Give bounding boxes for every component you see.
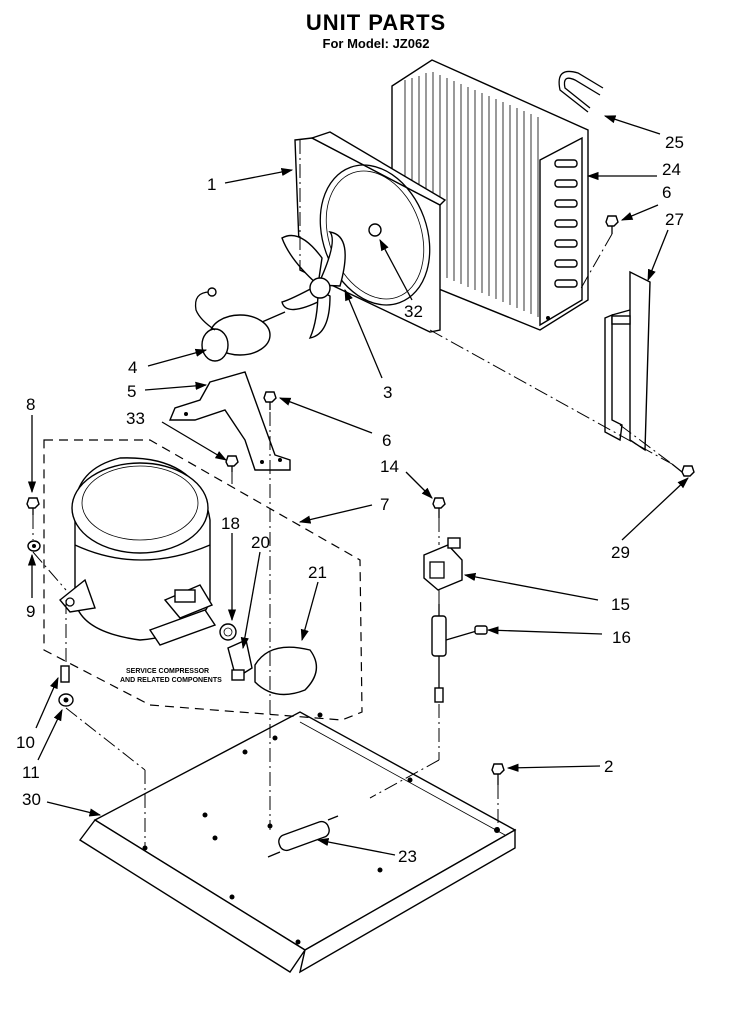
callout-20: 20 [251, 533, 270, 552]
leader-arrows [27, 115, 689, 856]
service-note-line1: SERVICE COMPRESSOR [126, 668, 209, 675]
compressor-service-boundary [43, 439, 363, 721]
mount-bolt-8 [26, 497, 40, 515]
screw-2 [491, 763, 505, 785]
callout-7: 7 [380, 495, 389, 514]
screw-33 [225, 455, 239, 472]
grommet-10 [60, 665, 70, 683]
callout-14: 14 [380, 457, 399, 476]
callout-15: 15 [611, 595, 630, 614]
callout-labels: 1 2 3 4 5 6 6 7 8 9 10 11 14 15 16 18 20… [16, 133, 684, 866]
callout-16: 16 [612, 628, 631, 647]
relay [227, 639, 253, 681]
callout-6-coil: 6 [662, 183, 671, 202]
compressor [59, 457, 217, 646]
callout-4: 4 [128, 358, 137, 377]
model-subtitle: For Model: JZ062 [322, 36, 430, 51]
callout-29: 29 [611, 543, 630, 562]
screw-6-bracket [263, 391, 277, 410]
overload-protector [219, 623, 237, 641]
callout-1: 1 [207, 175, 216, 194]
callout-2: 2 [604, 757, 613, 776]
washer-9 [27, 540, 41, 552]
callout-25: 25 [665, 133, 684, 152]
screw-6-coil [605, 215, 619, 234]
fan-blade [281, 231, 346, 339]
solenoid-valve [431, 604, 488, 703]
callout-33: 33 [126, 409, 145, 428]
callout-11: 11 [22, 763, 40, 782]
terminal-cover [254, 646, 318, 696]
callout-30: 30 [22, 790, 41, 809]
motor-bracket [168, 371, 291, 471]
callout-8: 8 [26, 395, 35, 414]
diagram-title: UNIT PARTS [305, 10, 447, 35]
filter-drier [267, 815, 339, 858]
solenoid-coil [423, 537, 463, 591]
callout-9: 9 [26, 602, 35, 621]
service-note-line2: AND RELATED COMPONENTS [120, 677, 222, 684]
callout-23: 23 [398, 847, 417, 866]
callout-5: 5 [127, 382, 136, 401]
callout-32: 32 [404, 302, 423, 321]
callout-27: 27 [665, 210, 684, 229]
callout-10: 10 [16, 733, 35, 752]
callout-6-bracket: 6 [382, 431, 391, 450]
callout-24: 24 [662, 160, 681, 179]
condenser-coil [391, 59, 589, 331]
side-bracket [604, 270, 651, 452]
grommet-11 [58, 693, 74, 707]
fan-motor [194, 287, 286, 362]
return-bend [558, 70, 604, 113]
assembly-lines [32, 140, 673, 846]
screw-14 [432, 497, 446, 518]
callout-18: 18 [221, 514, 240, 533]
callout-3: 3 [383, 383, 392, 402]
callout-21: 21 [308, 563, 327, 582]
screw-29 [671, 463, 695, 477]
